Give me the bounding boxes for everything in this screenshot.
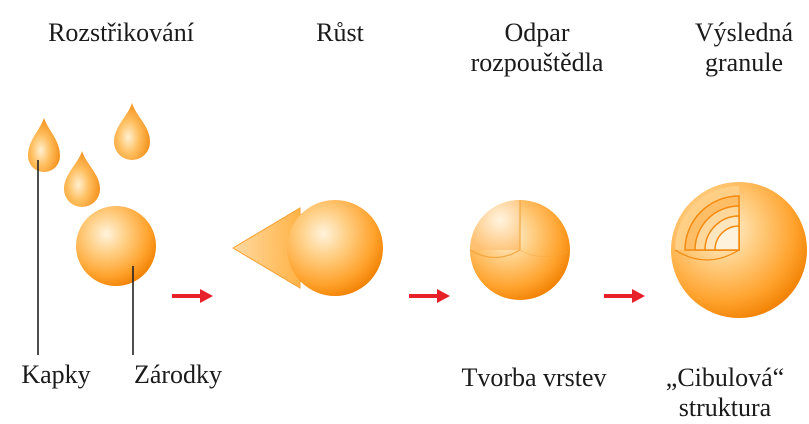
caption-tvorba-vrstev: Tvorba vrstev	[461, 363, 607, 392]
growing-sphere-icon	[232, 200, 383, 296]
stage-3-title: Odpar rozpouštědla	[452, 18, 622, 78]
stage-2-title-line: Růst	[316, 18, 364, 47]
droplet-icon	[114, 103, 150, 160]
arrow-right-icon	[604, 289, 645, 303]
droplet-icon	[28, 118, 60, 172]
stage-2-title: Růst	[290, 18, 390, 48]
droplet-icon	[64, 151, 100, 207]
stage-4-title: Výsledná granule	[680, 18, 808, 78]
caption-cibulova-line-1: „Cibulová“	[665, 363, 785, 392]
layered-granule-icon	[671, 182, 807, 318]
stage-4-title-line-1: Výsledná	[694, 18, 794, 47]
caption-zarodky: Zárodky	[133, 360, 223, 389]
caption-kapky: Kapky	[21, 360, 91, 389]
caption-cibulova-struktura: „Cibulová“ struktura	[650, 363, 800, 423]
caption-cibulova-line-2: struktura	[678, 393, 772, 422]
stage-3-title-line-2: rozpouštědla	[470, 48, 604, 77]
arrow-right-icon	[409, 289, 450, 303]
stage-4-title-line-2: granule	[705, 48, 783, 77]
stage-3-title-line-1: Odpar	[504, 18, 570, 47]
arrow-right-icon	[172, 289, 213, 303]
stage-1-title: Rozstřikování	[16, 18, 226, 48]
nucleus-sphere-icon	[76, 206, 156, 286]
cutaway-sphere-icon	[469, 200, 571, 300]
stage-1-title-line: Rozstřikování	[48, 18, 194, 47]
